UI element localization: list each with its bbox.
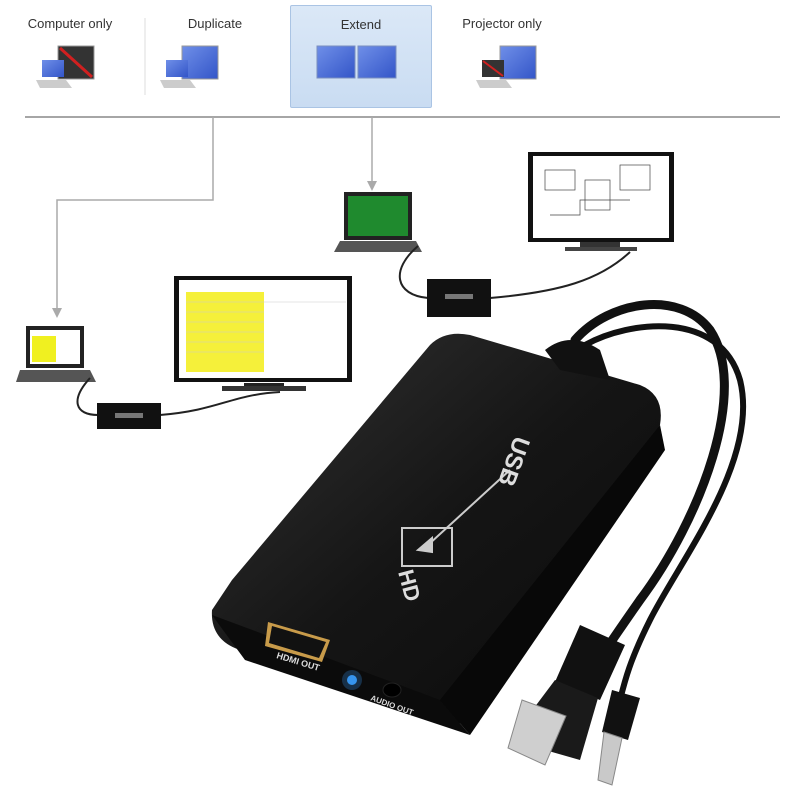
- adapter-small-center: [427, 279, 491, 317]
- laptop-center: [334, 192, 422, 252]
- mode-duplicate[interactable]: Duplicate: [145, 0, 285, 107]
- monitor-right: [528, 152, 674, 251]
- hdmi-port: [265, 622, 330, 662]
- monitor-left: [174, 276, 352, 391]
- mode-label: Extend: [340, 17, 382, 32]
- audio-jack: [597, 690, 640, 786]
- audio-out-label: AUDIO OUT: [369, 693, 414, 717]
- mode-computer-only[interactable]: Computer only: [0, 0, 140, 107]
- laptop-left: [16, 326, 96, 382]
- arrow-icon: [367, 181, 377, 191]
- usb-hdmi-adapter: USB HD HDMI OUT AUDIO OUT: [211, 333, 665, 735]
- logo-hd-text: HD: [393, 567, 425, 604]
- mode-projector-only[interactable]: Projector only: [432, 0, 572, 107]
- connector-lines: [25, 116, 780, 310]
- cables-small: [76, 245, 631, 416]
- usb-hd-logo: [401, 469, 511, 567]
- mode-label: Duplicate: [187, 16, 243, 31]
- logo-usb-text: USB: [492, 433, 535, 490]
- mode-label: Projector only: [462, 16, 542, 31]
- device-cables: [570, 300, 747, 705]
- adapter-small-left: [97, 403, 161, 429]
- usb-plug: [507, 625, 625, 766]
- hdmi-out-label: HDMI OUT: [275, 650, 321, 673]
- mode-label: Computer only: [27, 16, 113, 31]
- led-indicator: [347, 675, 357, 685]
- mode-extend[interactable]: Extend: [290, 5, 432, 108]
- audio-port: [382, 682, 402, 698]
- arrow-icon: [52, 308, 62, 318]
